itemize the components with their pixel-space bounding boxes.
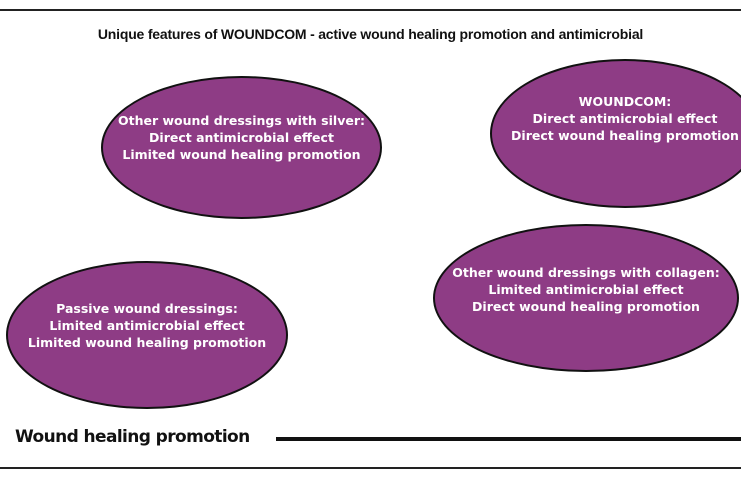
ellipse-healing: Limited wound healing promotion xyxy=(122,147,361,162)
ellipse-antimicrobial: Limited antimicrobial effect xyxy=(488,281,684,297)
ellipse-antimicrobial: Direct antimicrobial effect xyxy=(532,111,718,126)
x-axis-line xyxy=(276,437,741,441)
diagram-title: Unique features of WOUNDCOM - active wou… xyxy=(97,26,644,42)
ellipse-woundcom: WOUNDCOM: Direct antimicrobial effect Di… xyxy=(490,59,741,208)
ellipse-heading: Passive wound dressings: xyxy=(56,300,238,316)
ellipse-antimicrobial: Direct antimicrobial effect xyxy=(149,130,334,145)
x-axis-label: Wound healing promotion xyxy=(15,427,250,447)
top-border-line xyxy=(0,9,741,11)
ellipse-collagen-dressings: Other wound dressings with collagen: Lim… xyxy=(433,224,739,372)
ellipse-healing: Direct wound healing promotion xyxy=(511,128,739,143)
ellipse-healing: Limited wound healing promotion xyxy=(27,334,267,350)
ellipse-healing: Direct wound healing promotion xyxy=(472,298,700,314)
ellipse-passive-dressings: Passive wound dressings: Limited antimic… xyxy=(6,261,288,409)
bottom-border-line xyxy=(0,467,741,469)
ellipse-heading: Other wound dressings with silver: xyxy=(118,113,365,128)
ellipse-heading: WOUNDCOM: xyxy=(578,94,672,109)
ellipse-silver-dressings: Other wound dressings with silver: Direc… xyxy=(101,76,382,219)
ellipse-antimicrobial: Limited antimicrobial effect xyxy=(49,317,245,333)
ellipse-heading: Other wound dressings with collagen: xyxy=(452,264,720,280)
